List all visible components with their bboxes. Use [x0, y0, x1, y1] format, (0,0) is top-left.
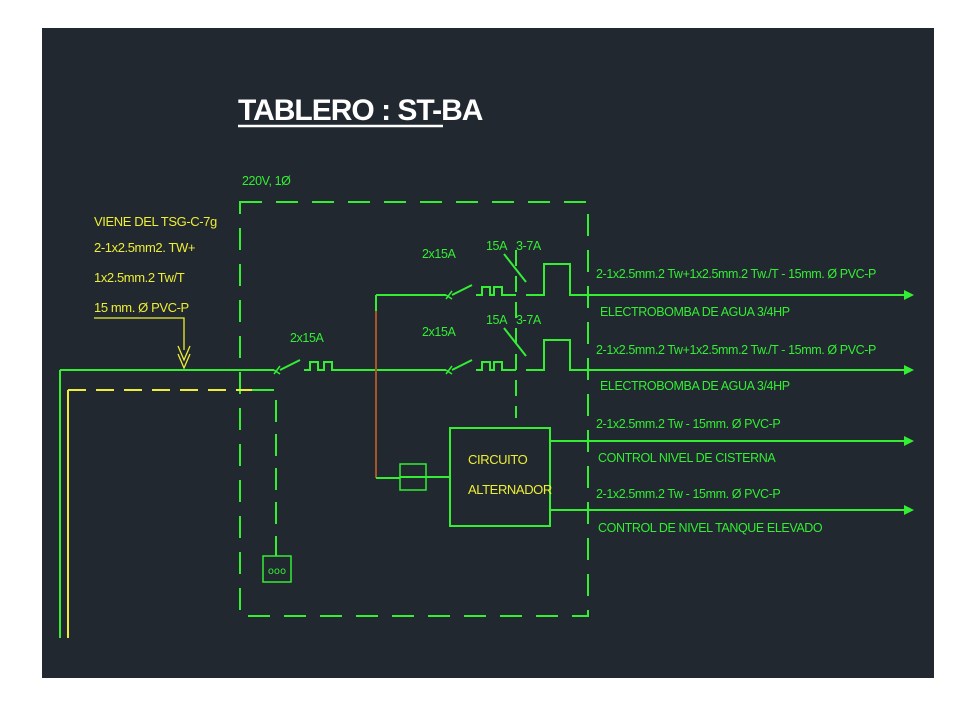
circuit-1-contactor-rating: 3-7A: [516, 239, 542, 253]
diagram-title: TABLERO : ST-BA: [238, 94, 483, 127]
circuit-2-cable: 2-1x2.5mm.2 Tw+1x2.5mm.2 Tw./T - 15mm. Ø…: [596, 343, 876, 357]
circuit-2-contactor-rating: 3-7A: [516, 313, 542, 327]
control-1-arrow-icon: [904, 436, 914, 446]
main-breaker-blade: [279, 359, 301, 371]
control-1-cable: 2-1x2.5mm.2 Tw - 15mm. Ø PVC-P: [596, 417, 780, 431]
main-thermal-icon: [304, 361, 340, 371]
control-2-cable: 2-1x2.5mm.2 Tw - 15mm. Ø PVC-P: [596, 487, 780, 501]
control-1-label: CONTROL NIVEL DE CISTERNA: [598, 451, 776, 465]
circuit-2-relay-icon: [526, 339, 588, 371]
circuit-1-load: ELECTROBOMBA DE AGUA 3/4HP: [600, 305, 790, 319]
cad-drawing-canvas: TABLERO : ST-BA 220V, 1Ø VIENE DEL TSG-C…: [42, 28, 934, 678]
circuit-2-breaker-rating: 2x15A: [422, 325, 457, 339]
circuit-2-thermal-icon: [476, 361, 506, 371]
circuit-1-contactor-blade: [503, 253, 527, 283]
circuit-1-thermal-icon: [476, 286, 506, 296]
circuit-2-breaker-blade: [451, 359, 473, 371]
circuit-2-fuse-rating: 15A: [486, 313, 508, 327]
circuit-1-cable: 2-1x2.5mm.2 Tw+1x2.5mm.2 Tw./T - 15mm. Ø…: [596, 267, 876, 281]
alternator-label-2: ALTERNADOR: [468, 482, 552, 497]
ground-terminal-box: [262, 555, 292, 583]
feeder-line-1: VIENE DEL TSG-C-7g: [94, 214, 217, 229]
feeder-leader-line: [94, 317, 185, 350]
main-breaker-x-icon: [273, 365, 281, 375]
control-2-label: CONTROL DE NIVEL TANQUE ELEVADO: [598, 521, 823, 535]
circuit-1-breaker-rating: 2x15A: [422, 247, 457, 261]
feeder-line-4: 15 mm. Ø PVC-P: [94, 300, 189, 315]
alternator-circuit-box[interactable]: [449, 427, 551, 527]
control-2-arrow-icon: [904, 505, 914, 515]
circuit-1-breaker-x-icon: [445, 290, 453, 300]
feeder-line-2: 2-1x2.5mm2. TW+: [94, 240, 195, 255]
circuit-1-arrow-icon: [904, 290, 914, 300]
panel-enclosure: [239, 201, 589, 617]
circuit-1-fuse-rating: 15A: [486, 239, 508, 253]
alternator-label-1: CIRCUITO: [468, 452, 528, 467]
circuit-1-relay-icon: [526, 263, 588, 296]
circuit-2-arrow-icon: [904, 365, 914, 375]
circuit-2-load: ELECTROBOMBA DE AGUA 3/4HP: [600, 379, 790, 393]
feeder-arrow-icon: [177, 345, 191, 370]
ground-link-dashed: [252, 389, 277, 556]
ground-coil-icon: ooo: [268, 566, 286, 577]
single-line-diagram: TABLERO : ST-BA 220V, 1Ø VIENE DEL TSG-C…: [59, 94, 914, 638]
supply-label: 220V, 1Ø: [242, 174, 291, 188]
main-breaker-rating: 2x15A: [290, 331, 325, 345]
circuit-2-contactor-blade: [503, 327, 527, 357]
circuit-1-breaker-blade: [451, 284, 473, 296]
feeder-line-3: 1x2.5mm.2 Tw/T: [94, 270, 185, 285]
circuit-2-breaker-x-icon: [445, 365, 453, 375]
